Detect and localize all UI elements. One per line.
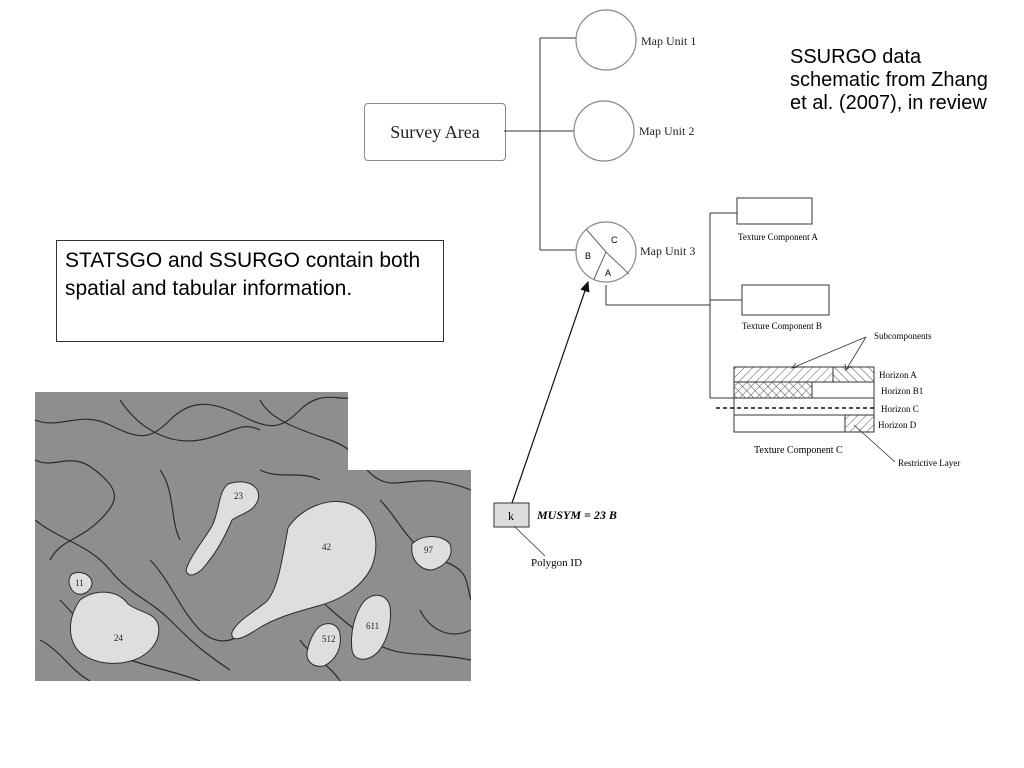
polygon-id-box-label: k [508,509,514,523]
horizon-c-label: Horizon C [881,404,919,414]
texture-component-b-label: Texture Component B [742,321,822,331]
horizon-a-label: Horizon A [879,370,917,380]
pie-label-b: B [585,251,591,261]
map-label-11: 11 [75,578,84,588]
subcomponents-label: Subcomponents [874,331,932,341]
soil-polygon-map: 23 42 97 11 24 512 611 [35,392,471,681]
map-label-611: 611 [366,621,379,631]
musym-label: MUSYM = 23 B [536,508,617,522]
texture-component-b-box [741,284,830,316]
map-label-512: 512 [322,634,336,644]
polygon-id-label: Polygon ID [531,557,582,569]
schematic-caption: SSURGO data schematic from Zhang et al. … [790,46,988,114]
texture-component-a-box [736,197,813,225]
map-label-97: 97 [424,545,434,555]
map-unit-1-circle [575,9,637,71]
texture-component-c-horizons [733,366,875,433]
texture-component-c-label: Texture Component C [754,445,843,456]
horizon-b1-label: Horizon B1 [881,386,923,396]
map-label-42: 42 [322,542,331,552]
polygon-id-box [493,502,530,528]
texture-component-a-label: Texture Component A [738,232,818,242]
restrictive-layer-label: Restrictive Layer [898,458,960,468]
map-unit-3-label: Map Unit 3 [640,244,695,258]
info-text-box: STATSGO and SSURGO contain both spatial … [56,240,444,342]
map-unit-2-circle [573,100,635,162]
pie-label-c: C [611,235,618,245]
tree-connectors [504,37,742,399]
pie-label-a: A [605,268,611,278]
survey-area-box: Survey Area [364,103,506,161]
horizon-d-label: Horizon D [878,420,917,430]
map-label-24: 24 [114,633,124,643]
map-unit-1-label: Map Unit 1 [641,34,696,48]
map-unit-2-label: Map Unit 2 [639,124,694,138]
map-label-23: 23 [234,491,244,501]
map-unit-3-pie: C B A [575,221,637,283]
